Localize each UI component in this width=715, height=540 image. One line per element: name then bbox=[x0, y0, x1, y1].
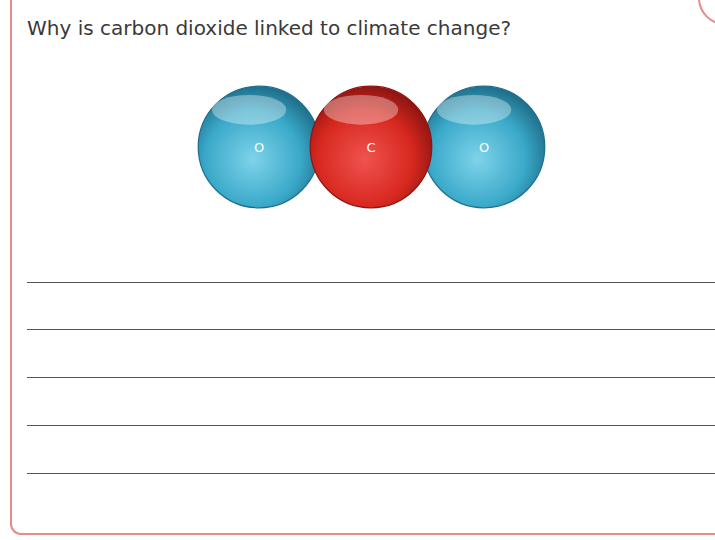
atom-label-box: O bbox=[197, 85, 321, 209]
carbon-atom: C bbox=[309, 85, 433, 209]
oxygen-atom: O bbox=[422, 85, 546, 209]
panel-border bbox=[11, 0, 715, 534]
answer-lines bbox=[27, 283, 715, 474]
atom-label-box: O bbox=[422, 85, 546, 209]
atom-symbol: O bbox=[479, 140, 489, 155]
oxygen-atom: O bbox=[197, 85, 321, 209]
corner-badge bbox=[699, 0, 715, 24]
atom-symbol: O bbox=[254, 140, 264, 155]
atom-symbol: C bbox=[366, 140, 375, 155]
question-title: Why is carbon dioxide linked to climate … bbox=[27, 16, 511, 40]
atom-label-box: C bbox=[309, 85, 433, 209]
